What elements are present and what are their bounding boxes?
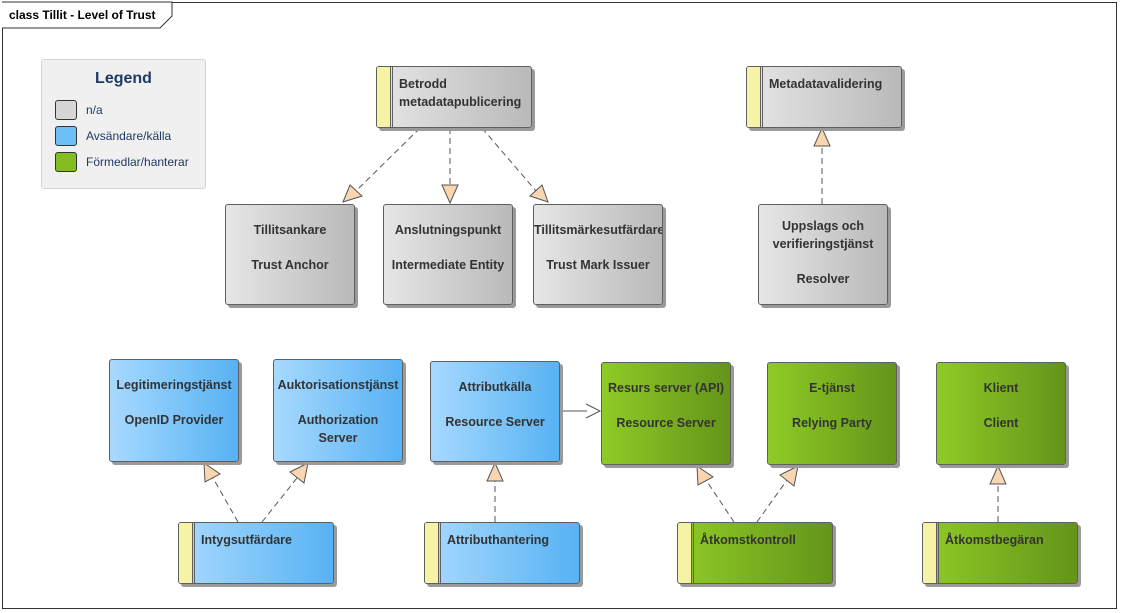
component-attributhantering[interactable]: Attributhantering <box>424 522 580 584</box>
arrowhead-metadatavalidering <box>813 126 831 147</box>
node-e-tjanst[interactable]: E-tjänst Relying Party <box>767 362 897 465</box>
node-subtitle: Client <box>983 416 1019 430</box>
node-tillitsmarkesutfardare[interactable]: Tillitsmärkesutfärdare Trust Mark Issuer <box>533 204 663 305</box>
node-title: Tillitsmärkesutfärdare <box>534 223 663 237</box>
open-arrowhead-resurs <box>585 403 602 419</box>
legend-label: Förmedlar/hanterar <box>86 155 189 169</box>
node-title-line2: verifieringstjänst <box>772 237 874 251</box>
node-subtitle: OpenID Provider <box>124 413 224 427</box>
component-betrodd-metadatapublicering[interactable]: Betrodd metadatapublicering <box>376 66 532 128</box>
arrow-intyg-legitimering <box>212 477 239 523</box>
node-resurs-server[interactable]: Resurs server (API) Resource Server <box>601 362 731 465</box>
node-klient[interactable]: Klient Client <box>936 362 1066 465</box>
component-label: Åtkomstkontroll <box>700 533 796 547</box>
component-atkomstkontroll[interactable]: Åtkomstkontroll <box>677 522 833 584</box>
node-title: Klient <box>983 381 1019 395</box>
arrow-betrodd-tillitsmarke <box>481 127 537 192</box>
arrowhead-auktorisation <box>289 462 309 484</box>
legend-swatch-gray <box>55 100 77 120</box>
component-bar-line <box>440 523 441 583</box>
node-title: Legitimeringstjänst <box>116 378 232 392</box>
node-title: E-tjänst <box>809 381 855 395</box>
component-bar-line <box>693 523 694 583</box>
arrowhead-resurs <box>696 465 714 486</box>
component-label: Intygsutfärdare <box>201 533 292 547</box>
node-subtitle: Resource Server <box>616 416 716 430</box>
node-title: Uppslags och <box>782 219 864 233</box>
legend-label: Avsändare/källa <box>86 129 172 143</box>
node-title: Auktorisationstjänst <box>277 378 399 392</box>
arrowhead-klient <box>989 464 1007 485</box>
arrow-atkomstkontroll-etjanst <box>756 479 788 523</box>
component-stereotype-bar <box>747 67 761 127</box>
legend-title: Legend <box>95 70 152 87</box>
arrowhead-anslutningspunkt <box>441 184 459 205</box>
frame-title: class Tillit - Level of Trust <box>9 8 156 22</box>
component-metadatavalidering[interactable]: Metadatavalidering <box>746 66 902 128</box>
legend-swatch-blue <box>55 126 77 146</box>
component-label: Åtkomstbegäran <box>945 533 1044 547</box>
node-title: Resurs server (API) <box>607 381 725 395</box>
component-atkomstbegaran[interactable]: Åtkomstbegäran <box>922 522 1078 584</box>
legend-label: n/a <box>86 103 103 117</box>
arrowhead-tillitsmarke <box>529 184 549 203</box>
component-stereotype-bar <box>179 523 193 583</box>
component-stereotype-bar <box>425 523 439 583</box>
node-anslutningspunkt[interactable]: Anslutningspunkt Intermediate Entity <box>383 204 513 305</box>
component-label-line: metadatapublicering <box>399 95 522 109</box>
node-uppslags-och-verifieringstjanst[interactable]: Uppslags och verifieringstjänst Resolver <box>758 204 888 305</box>
node-title: Attributkälla <box>458 380 532 394</box>
arrowhead-etjanst <box>779 465 799 487</box>
node-subtitle: Relying Party <box>792 416 872 430</box>
component-stereotype-bar <box>377 67 391 127</box>
arrow-atkomstkontroll-resurs <box>705 479 735 523</box>
arrow-betrodd-tillitsankare <box>355 127 421 192</box>
component-stereotype-bar <box>923 523 937 583</box>
node-subtitle-line2: Server <box>318 431 358 445</box>
node-subtitle: Intermediate Entity <box>391 258 505 272</box>
component-label: Metadatavalidering <box>769 77 883 91</box>
component-label: Betrodd metadatapublicering <box>399 75 527 111</box>
component-bar-line <box>938 523 939 583</box>
component-bar-line <box>762 67 763 127</box>
arrowhead-tillitsankare <box>342 184 363 203</box>
frame-tab <box>2 1 173 29</box>
arrowhead-attributkalla <box>486 461 504 482</box>
node-subtitle: Authorization <box>297 413 379 427</box>
component-stereotype-bar <box>678 523 692 583</box>
component-intygsutfardare[interactable]: Intygsutfärdare <box>178 522 334 584</box>
component-label-line: Betrodd <box>399 77 447 91</box>
component-bar-line <box>194 523 195 583</box>
node-legitimeringstjanst[interactable]: Legitimeringstjänst OpenID Provider <box>109 359 239 462</box>
node-subtitle: Resource Server <box>445 415 545 429</box>
node-tillitsankare[interactable]: Tillitsankare Trust Anchor <box>225 204 355 305</box>
arrowhead-legitimering <box>203 462 221 483</box>
component-label: Attributhantering <box>447 533 550 547</box>
legend-swatch-green <box>55 152 77 172</box>
arrow-intyg-auktorisation <box>261 477 298 523</box>
node-subtitle: Trust Mark Issuer <box>546 258 650 272</box>
legend: Legend n/a Avsändare/källa Förmedlar/han… <box>41 59 206 189</box>
node-subtitle: Trust Anchor <box>251 258 329 272</box>
component-bar-line <box>392 67 393 127</box>
node-attributkalla[interactable]: Attributkälla Resource Server <box>430 361 560 462</box>
node-title: Tillitsankare <box>253 223 327 237</box>
node-subtitle: Resolver <box>796 272 850 286</box>
node-auktorisationstjanst[interactable]: Auktorisationstjänst Authorization Serve… <box>273 359 403 462</box>
node-title: Anslutningspunkt <box>394 223 502 237</box>
